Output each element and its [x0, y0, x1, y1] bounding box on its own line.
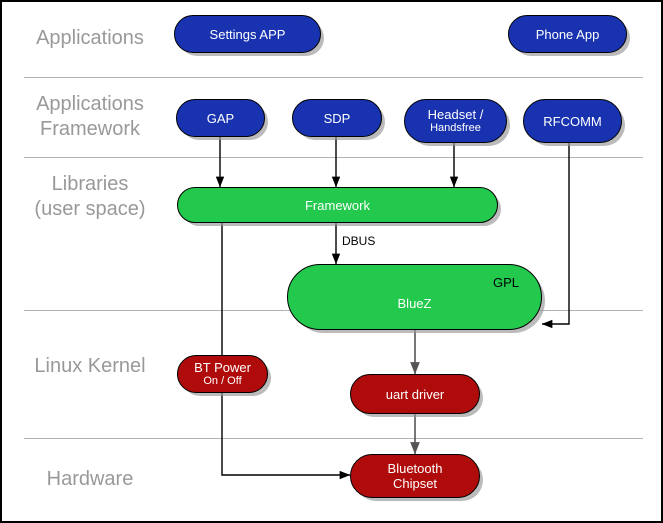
- divider-applications: [24, 77, 643, 78]
- node-sublabel: Chipset: [392, 476, 438, 491]
- node-uart-driver[interactable]: uart driver: [350, 374, 480, 414]
- node-sdp[interactable]: SDP: [292, 99, 382, 137]
- divider-linux-kernel: [24, 438, 643, 439]
- divider-applications-framework: [24, 157, 643, 158]
- node-bluetooth-chipset[interactable]: Bluetooth Chipset: [350, 454, 480, 498]
- gpl-badge: GPL: [492, 275, 519, 290]
- node-framework[interactable]: Framework: [177, 187, 498, 223]
- node-settings-app[interactable]: Settings APP: [174, 15, 321, 53]
- node-label: BT Power: [194, 360, 251, 375]
- layer-label-libraries: Libraries (user space): [34, 173, 146, 220]
- node-label: Headset /: [427, 107, 484, 122]
- edge-rfcomm-to-bluez: [541, 143, 570, 329]
- layer-label-hardware: Hardware: [46, 468, 134, 490]
- node-label: RFCOMM: [543, 113, 602, 129]
- node-bluez[interactable]: BlueZ GPL: [287, 264, 542, 330]
- layer-label-applications-framework: Applications Framework: [36, 93, 144, 140]
- node-sublabel: Handsfree: [430, 122, 481, 134]
- node-bt-power[interactable]: BT Power On / Off: [177, 355, 268, 393]
- node-label: SDP: [323, 110, 351, 126]
- node-label: GAP: [206, 110, 235, 126]
- node-label: Settings APP: [209, 26, 286, 42]
- node-sublabel: On / Off: [203, 375, 242, 387]
- layer-label-applications: Applications: [36, 27, 144, 49]
- layer-label-linux-kernel: Linux Kernel: [34, 355, 146, 377]
- node-headset-handsfree[interactable]: Headset / Handsfree: [404, 99, 507, 143]
- node-rfcomm[interactable]: RFCOMM: [523, 99, 622, 143]
- node-label: uart driver: [385, 386, 445, 402]
- node-gap[interactable]: GAP: [176, 99, 265, 137]
- node-label: Bluetooth: [387, 461, 443, 476]
- edge-label-dbus: DBUS: [342, 234, 376, 248]
- node-label: Phone App: [535, 26, 600, 42]
- node-label: BlueZ: [397, 295, 432, 311]
- node-phone-app[interactable]: Phone App: [508, 15, 627, 53]
- node-label: Framework: [304, 197, 370, 213]
